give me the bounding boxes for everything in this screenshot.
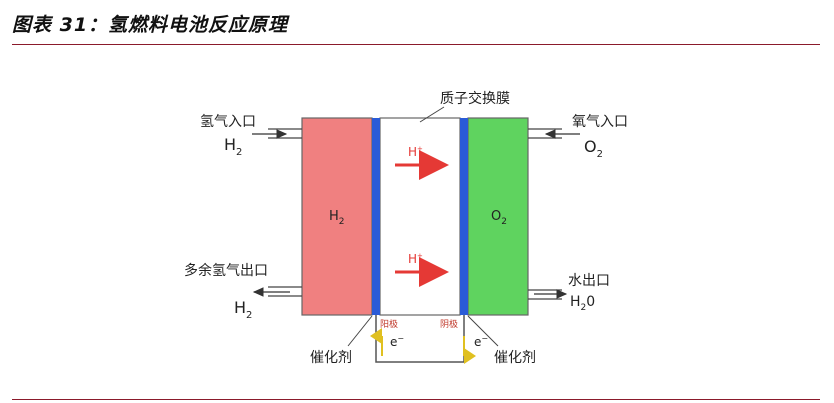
membrane-label: 质子交换膜 bbox=[440, 90, 510, 107]
h2-inlet-formula: H2 bbox=[224, 135, 242, 158]
cathode-label: 阴极 bbox=[440, 318, 458, 330]
anode-electrode bbox=[372, 118, 380, 315]
proton-label-bottom: H+ bbox=[408, 252, 423, 266]
anode-chamber bbox=[301, 117, 373, 316]
top-rule bbox=[12, 44, 820, 45]
cathode-chamber bbox=[467, 117, 529, 316]
electron-label-right: e− bbox=[474, 334, 488, 349]
anode-chamber-label: H2 bbox=[329, 209, 345, 227]
cathode-electrode bbox=[460, 118, 468, 315]
o2-inlet-formula: O2 bbox=[584, 137, 603, 160]
anode-label: 阳极 bbox=[380, 318, 398, 330]
bottom-rule bbox=[12, 399, 820, 400]
catalyst-right-pointer bbox=[467, 315, 499, 347]
catalyst-left-pointer bbox=[347, 315, 373, 347]
electron-label-left: e− bbox=[390, 334, 404, 349]
h2-outlet-label: 多余氢气出口 bbox=[184, 262, 268, 279]
figure-title: 图表 31：氢燃料电池反应原理 bbox=[12, 14, 289, 36]
proton-label-top: H+ bbox=[408, 145, 423, 159]
catalyst-right-label: 催化剂 bbox=[494, 350, 536, 366]
h2-inlet-label: 氢气入口 bbox=[200, 114, 256, 130]
catalyst-left-label: 催化剂 bbox=[310, 350, 352, 366]
membrane-pointer bbox=[419, 106, 445, 123]
cathode-chamber-label: O2 bbox=[491, 209, 507, 227]
h2-outlet-formula: H2 bbox=[234, 298, 252, 321]
o2-inlet-label: 氧气入口 bbox=[572, 114, 628, 130]
water-outlet-label: 水出口 bbox=[568, 273, 610, 289]
water-outlet-formula: H20 bbox=[570, 294, 595, 313]
